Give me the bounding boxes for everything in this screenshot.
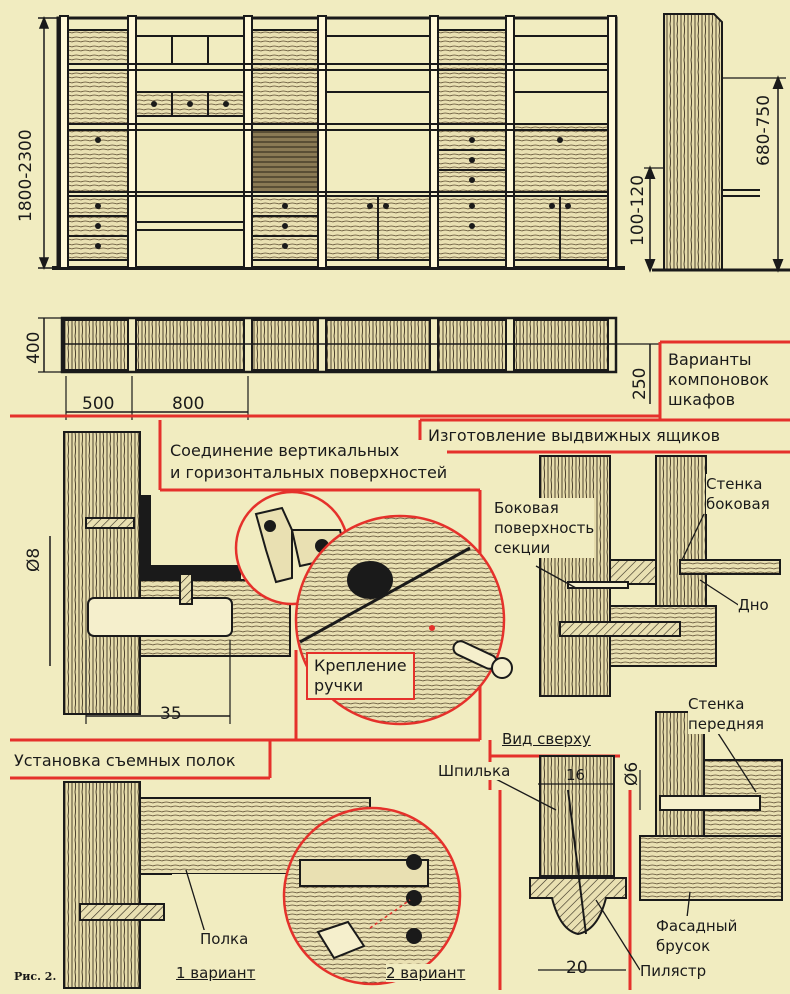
joint-line1: Соединение вертикальных [170,441,400,460]
side-surface-line3: секции [494,539,551,557]
side-wall-label: Стенка боковая [706,474,770,514]
variants-line3: шкафов [668,390,736,409]
diameter-8: Ø8 [24,547,44,572]
height-dimension-line [38,15,58,271]
depth-250: 250 [630,367,650,400]
shelves-section-title: Установка съемных полок [14,751,236,770]
width-500: 500 [82,394,115,414]
facade-line1: Фасадный [656,917,738,935]
drawers-section-title: Изготовление выдвижных ящиков [428,426,721,445]
wall-unit-elevation [52,15,625,270]
side-wall-line2: боковая [706,495,770,513]
variants-line1: Варианты [668,350,752,369]
variant-2-label: 2 вариант [386,964,466,982]
figure-caption: Рис. 2. [14,970,57,983]
joint-section-title: Соединение вертикальных и горизонтальных… [170,440,448,484]
length-35: 35 [160,704,182,724]
joint-line2: и горизонтальных поверхностей [170,463,448,482]
front-wall-line1: Стенка [688,695,745,713]
side-elevation [644,13,790,273]
front-wall-line2: передняя [688,715,765,733]
plinth-100-120: 100-120 [628,174,648,246]
width-800: 800 [172,394,205,414]
pilaster-label: Пилястр [640,962,707,980]
bottom-label: Дно [738,596,769,614]
variants-line2: компоновок [668,370,769,389]
facade-bar-label: Фасадный брусок [656,916,738,956]
top-view-label: Вид сверху [502,730,591,748]
height-680-750: 680-750 [754,94,774,166]
side-surface-label: Боковая поверхность секции [494,498,595,558]
depth-400: 400 [24,331,44,364]
side-surface-line1: Боковая [494,499,559,517]
front-wall-label: Стенка передняя [688,694,765,734]
width-20: 20 [566,958,588,978]
side-wall-line1: Стенка [706,475,763,493]
plan-view [38,316,660,420]
drawer-detail [539,455,781,697]
side-surface-line2: поверхность [494,519,595,537]
height-1800-2300: 1800-2300 [16,129,36,222]
handle-line2: ручки [314,676,364,695]
pin-label: Шпилька [438,762,511,780]
handle-line1: Крепление [314,656,407,675]
facade-line2: брусок [656,937,711,955]
shelf-label: Полка [200,930,249,948]
width-16: 16 [566,766,586,784]
handle-mount-label: Крепление ручки [306,652,415,700]
variants-title: Варианты компоновок шкафов [668,350,769,410]
shelf-support-detail [63,781,462,989]
variant-1-label: 1 вариант [176,964,256,982]
diameter-6: Ø6 [622,761,642,786]
